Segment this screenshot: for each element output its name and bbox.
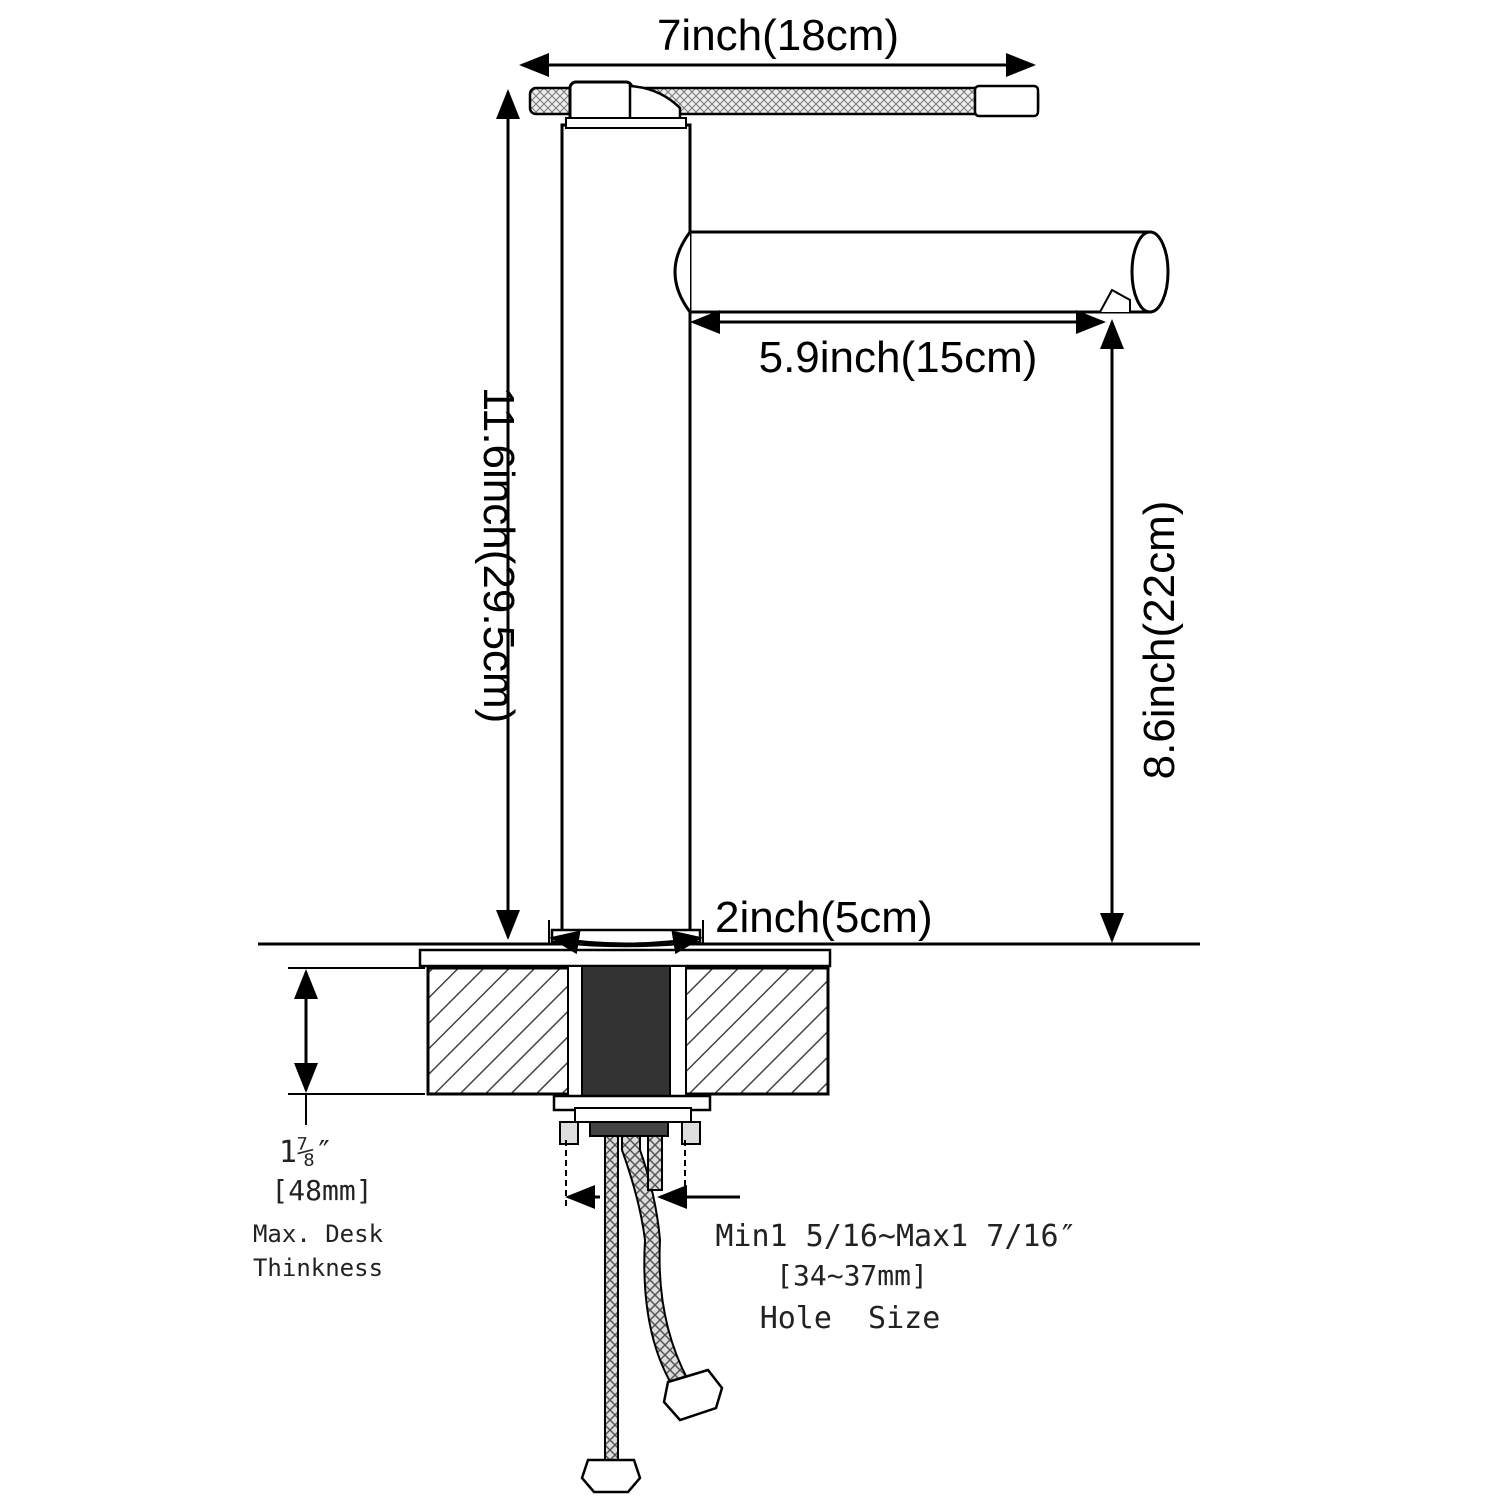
spout-reach-label: 5.9inch(15cm)	[759, 333, 1038, 382]
handle-width-label: 7inch(18cm)	[657, 11, 899, 60]
total-height-label: 11.6inch(29.5cm)	[474, 387, 523, 724]
desk-label-line2: Thinkness	[253, 1254, 383, 1282]
mounting-hardware	[552, 1094, 712, 1145]
spout	[673, 230, 1170, 314]
deck-plate	[418, 948, 832, 968]
desk-thickness-mm: [48mm]	[271, 1174, 372, 1207]
base-diameter-label: 2inch(5cm)	[715, 893, 933, 942]
desk-section	[426, 965, 830, 1097]
handle	[528, 80, 1040, 124]
hole-range-mm: [34~37mm]	[776, 1259, 928, 1292]
hole-range-text: Min1 5/16~Max1 7/16″	[715, 1219, 1076, 1254]
hole-size-label: Hole Size	[760, 1301, 941, 1336]
desk-label-line1: Max. Desk	[253, 1220, 384, 1248]
faucet-body	[560, 123, 692, 937]
supply-hoses	[580, 1135, 724, 1494]
desk-thickness-fraction: 1⅞″	[279, 1135, 333, 1170]
spout-height-label: 8.6inch(22cm)	[1135, 501, 1184, 780]
